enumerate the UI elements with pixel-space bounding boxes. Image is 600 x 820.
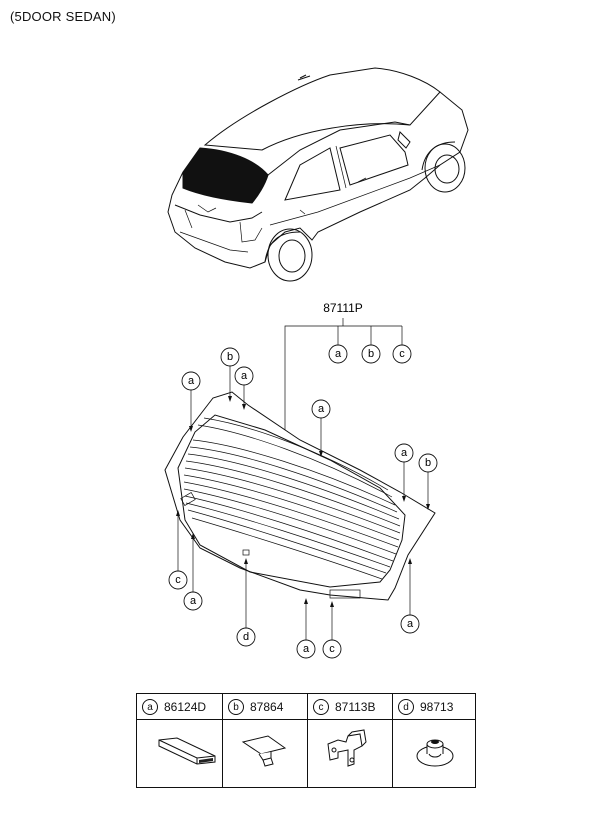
arrow-tips	[176, 396, 430, 607]
parts-legend-table: a 86124D b 87864 c 87113B d 98713	[136, 693, 476, 788]
leader-lines	[177, 318, 429, 640]
rear-glass-assembly	[164, 391, 436, 601]
svg-text:b: b	[425, 457, 431, 469]
svg-text:a: a	[335, 348, 342, 360]
legend-letter: b	[228, 699, 244, 715]
svg-text:c: c	[175, 574, 181, 586]
callout-c: c	[392, 344, 412, 364]
callout-a: a	[400, 614, 420, 634]
svg-text:c: c	[399, 348, 405, 360]
legend-letter: d	[398, 699, 414, 715]
diagram-title: (5DOOR SEDAN)	[10, 9, 116, 24]
svg-text:a: a	[190, 595, 197, 607]
rear-glass-highlight	[182, 147, 269, 204]
callout-a: a	[183, 591, 203, 611]
svg-text:a: a	[318, 403, 325, 415]
grommet-nut-part-icon	[416, 739, 454, 767]
legend-part-number: 98713	[420, 700, 454, 714]
legend-cell-b: b 87864	[222, 694, 307, 787]
callout-d: d	[236, 627, 256, 647]
callout-b: b	[418, 453, 438, 473]
svg-text:c: c	[329, 643, 335, 655]
svg-text:a: a	[303, 643, 310, 655]
callout-a: a	[234, 366, 254, 386]
callout-c: c	[168, 570, 188, 590]
legend-part-number: 87113B	[335, 700, 376, 714]
callout-a: a	[296, 639, 316, 659]
legend-part-number: 87864	[250, 700, 284, 714]
callout-b: b	[361, 344, 381, 364]
spacer-pad-part-icon	[241, 735, 287, 767]
legend-cell-d: d 98713	[392, 694, 477, 787]
rubber-block-part-icon	[158, 737, 216, 765]
callout-a: a	[181, 371, 201, 391]
svg-text:a: a	[241, 370, 248, 382]
svg-text:a: a	[401, 447, 408, 459]
legend-header-row	[137, 694, 475, 720]
legend-letter: a	[142, 699, 158, 715]
svg-text:b: b	[227, 351, 233, 363]
callout-c: c	[322, 639, 342, 659]
legend-cell-c: c 87113B	[307, 694, 392, 787]
svg-text:b: b	[368, 348, 374, 360]
assembly-part-number: 87111P	[323, 301, 363, 315]
bracket-clip-part-icon	[327, 729, 367, 767]
svg-text:a: a	[188, 375, 195, 387]
legend-part-number: 86124D	[164, 700, 207, 714]
callout-a: a	[311, 399, 331, 419]
callout-b: b	[220, 347, 240, 367]
car-illustration	[167, 67, 469, 282]
svg-text:a: a	[407, 618, 414, 630]
callout-a: a	[394, 443, 414, 463]
legend-letter: c	[313, 699, 329, 715]
legend-cell-a: a 86124D	[137, 694, 222, 787]
callout-a: a	[328, 344, 348, 364]
svg-text:d: d	[243, 631, 249, 643]
